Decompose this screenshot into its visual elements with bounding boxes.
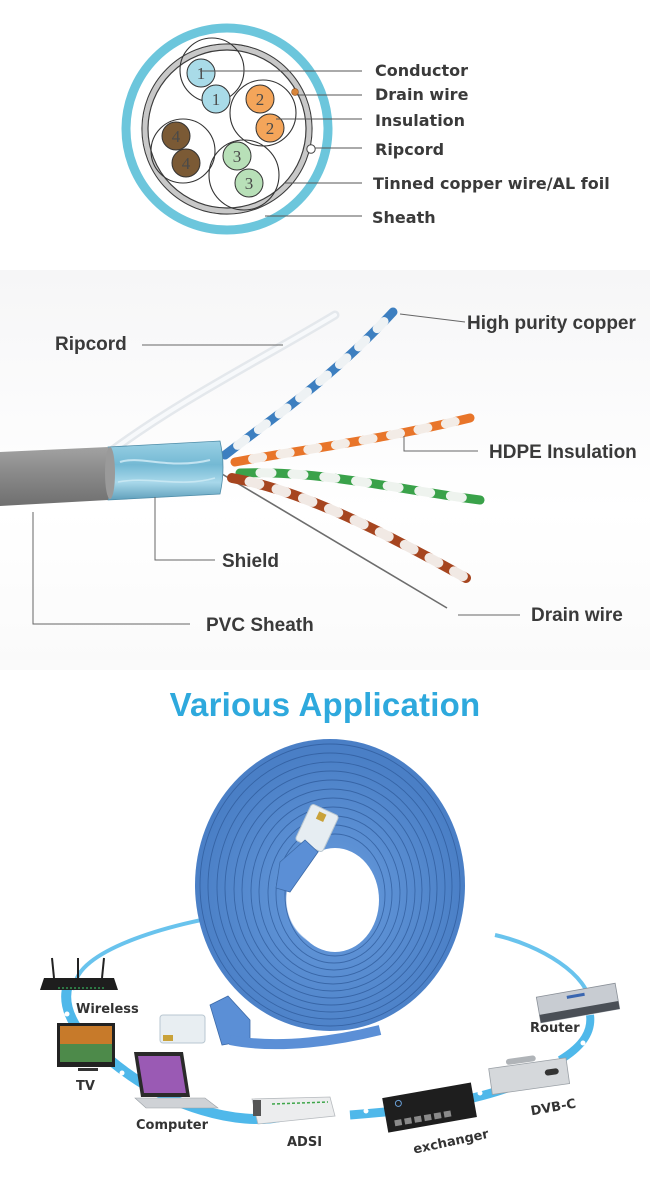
application-graphic: Wireless TV Computer ADSI xyxy=(40,739,621,1158)
foil-ring-icon xyxy=(142,44,312,214)
label-ripcord: Ripcord xyxy=(375,140,444,159)
label-pvc-sheath: PVC Sheath xyxy=(206,615,314,636)
label-insulation: Insulation xyxy=(375,111,465,130)
stripped-cable-diagram: Ripcord High purity copper HDPE Insulati… xyxy=(0,270,650,670)
device-label-adsi: ADSI xyxy=(287,1135,322,1150)
cable-cross-section-graphic: 1 1 2 2 4 4 3 3 xyxy=(121,23,610,235)
orange-pair-icon xyxy=(230,413,475,467)
rj45-connector-top-icon xyxy=(275,804,339,893)
label-shield: Shield xyxy=(222,551,279,572)
network-switch-icon xyxy=(382,1082,477,1133)
rj45-connector-bottom-icon xyxy=(159,995,382,1050)
ripcord-dot-icon xyxy=(306,144,316,154)
device-label-tv: TV xyxy=(76,1079,95,1094)
drain-wire-strand-icon xyxy=(221,473,448,609)
shield-foil-icon xyxy=(107,440,224,501)
device-label-wireless: Wireless xyxy=(76,1002,139,1017)
label-ripcord: Ripcord xyxy=(55,334,127,355)
label-foil: Tinned copper wire/AL foil xyxy=(373,174,610,193)
brown-pair-icon xyxy=(227,473,471,583)
section-title: Various Application xyxy=(169,686,481,723)
svg-text:3: 3 xyxy=(245,174,254,193)
label-high-purity-copper: High purity copper xyxy=(467,313,637,334)
svg-text:2: 2 xyxy=(266,119,275,138)
adsl-modem-icon xyxy=(251,1096,336,1125)
label-drain-wire: Drain wire xyxy=(531,605,623,626)
label-sheath: Sheath xyxy=(372,208,436,227)
svg-text:3: 3 xyxy=(233,147,242,166)
device-label-exchanger: exchanger xyxy=(412,1127,491,1158)
label-conductor: Conductor xyxy=(375,61,468,80)
application-section: Various Application xyxy=(0,670,650,1189)
device-label-dvb-c: DVB-C xyxy=(530,1097,578,1120)
drain-wire-dot-icon xyxy=(291,88,299,96)
svg-text:4: 4 xyxy=(182,154,191,173)
green-pair-icon xyxy=(235,468,485,505)
svg-text:4: 4 xyxy=(172,127,181,146)
link-ring-left xyxy=(61,980,285,1124)
set-top-box-icon xyxy=(488,1055,571,1095)
svg-text:2: 2 xyxy=(256,90,265,109)
label-hdpe-insulation: HDPE Insulation xyxy=(489,442,637,463)
router-icon xyxy=(535,982,621,1024)
wireless-router-icon xyxy=(40,957,118,990)
label-drain-wire: Drain wire xyxy=(375,85,469,104)
svg-text:1: 1 xyxy=(212,90,221,109)
device-label-router: Router xyxy=(530,1021,580,1036)
laptop-icon xyxy=(134,1052,219,1109)
pvc-jacket-icon xyxy=(0,447,112,506)
tv-icon xyxy=(57,1023,115,1071)
svg-text:1: 1 xyxy=(197,64,206,83)
stripped-cable-graphic: Ripcord High purity copper HDPE Insulati… xyxy=(0,307,637,636)
cross-section-diagram: 1 1 2 2 4 4 3 3 xyxy=(0,0,650,270)
device-label-computer: Computer xyxy=(136,1118,209,1133)
